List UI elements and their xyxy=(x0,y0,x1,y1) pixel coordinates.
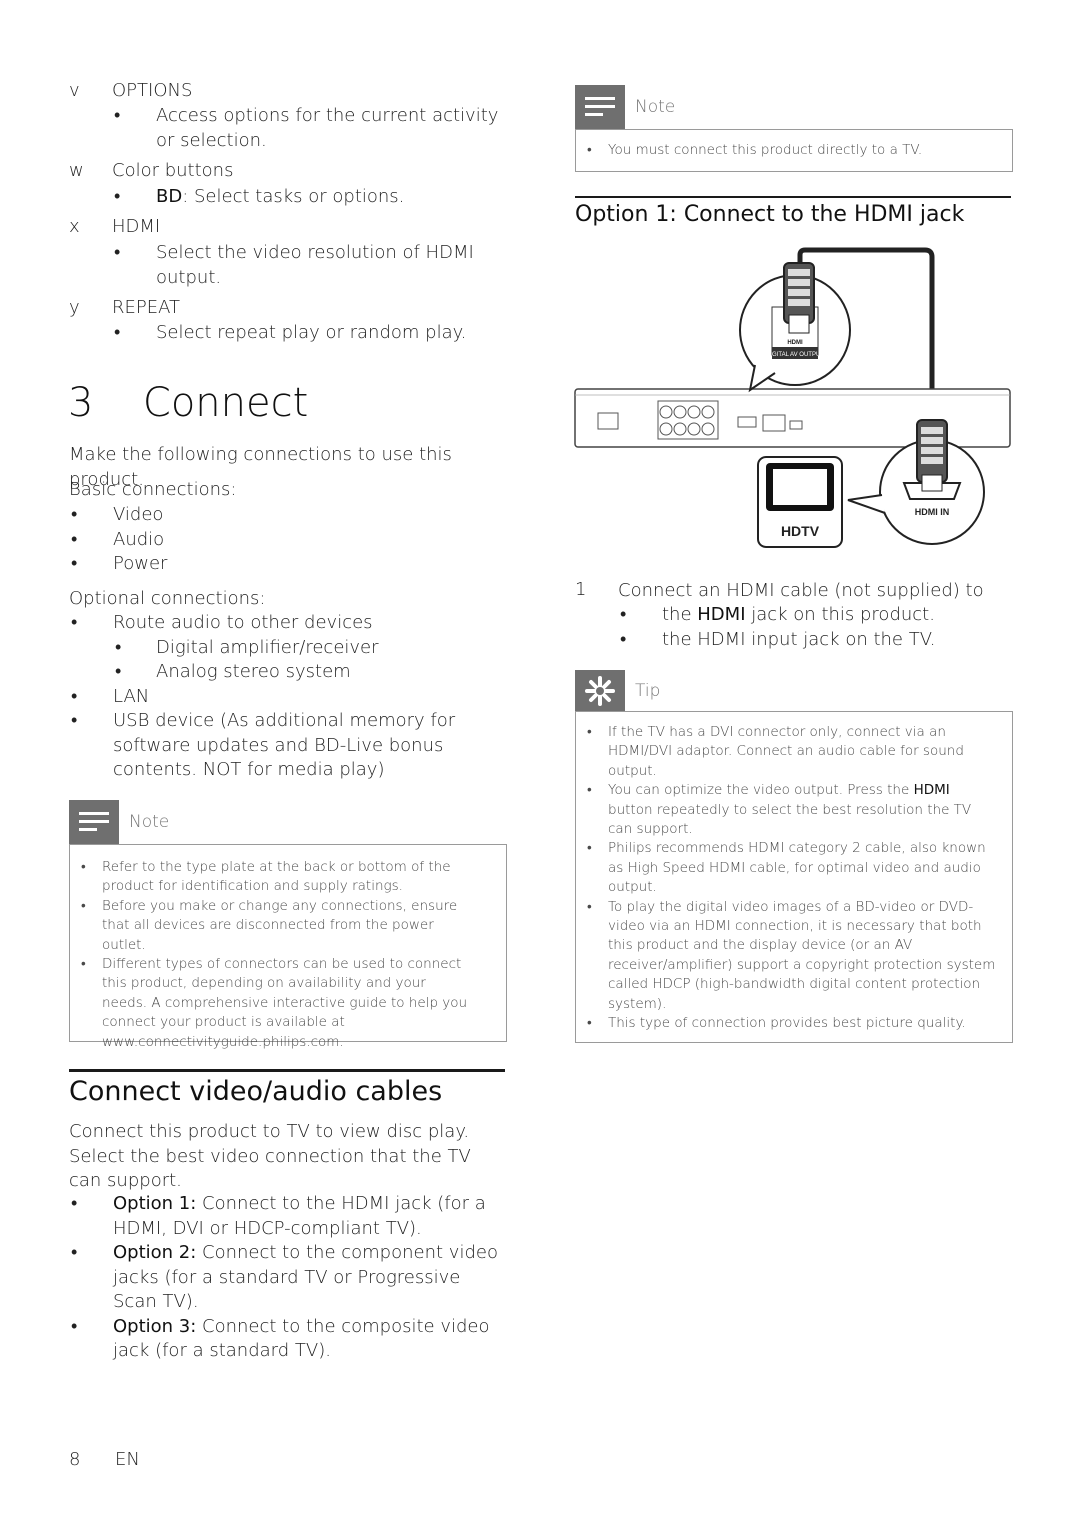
tip-list: If the TV has a DVI connector only, conn… xyxy=(576,723,996,1034)
section-title: Option 1: Connect to the HDMI jack xyxy=(575,202,965,227)
step-bullet: the HDMI input jack on the TV. xyxy=(618,628,1008,653)
bullet: BD: Select tasks or options. xyxy=(112,185,512,210)
item-title: HDMI xyxy=(112,216,161,237)
item-letter: y xyxy=(69,297,80,318)
bullet-bold: BD xyxy=(156,186,183,207)
section-rule xyxy=(69,1069,505,1072)
hdmi-connection-diagram: DIGITAL AV OUTPUT HDMI HDTV HDMI IN xyxy=(570,245,1015,560)
item-letter: w xyxy=(69,160,84,181)
item-letter: v xyxy=(69,80,80,101)
tip-item-post: button repeatedly to select the best res… xyxy=(608,801,972,838)
option-item: Option 3: Connect to the composite video… xyxy=(69,1315,509,1364)
list-item: Route audio to other devices xyxy=(69,611,509,636)
note-title: Note xyxy=(129,812,170,832)
chapter-number: 3 xyxy=(68,380,94,426)
bullet: Select the video resolution of HDMI outp… xyxy=(112,241,492,290)
step-bullet: the HDMI jack on this product. xyxy=(618,603,1008,628)
note-item: Different types of connectors can be use… xyxy=(70,955,470,1052)
chapter-title: Connect xyxy=(142,380,309,426)
tip-item: This type of connection provides best pi… xyxy=(576,1014,996,1034)
options-list: Option 1: Connect to the HDMI jack (for … xyxy=(69,1192,509,1364)
page-number: 8 xyxy=(69,1449,81,1470)
tip-item: To play the digital video images of a BD… xyxy=(576,898,996,1014)
tip-body: If the TV has a DVI connector only, conn… xyxy=(575,711,1013,1043)
option-text: Connect to the component video jacks (fo… xyxy=(113,1242,498,1312)
item-title: OPTIONS xyxy=(112,80,193,101)
step-bullet-bold: HDMI xyxy=(697,604,746,625)
list-subitem: Digital amplifier/receiver xyxy=(69,636,509,661)
item-title: REPEAT xyxy=(112,297,181,318)
option-label: Option 1: xyxy=(113,1193,197,1214)
item-bullets: Access options for the current activity … xyxy=(112,104,512,153)
chapter-heading: 3 Connect xyxy=(68,378,308,428)
item-title: Color buttons xyxy=(112,160,234,181)
option-item: Option 1: Connect to the HDMI jack (for … xyxy=(69,1192,509,1241)
note-title: Note xyxy=(635,97,676,117)
section-title: Connect video/audio cables xyxy=(69,1076,443,1107)
item-bullets: Select repeat play or random play. xyxy=(112,321,512,346)
note-item: You must connect this product directly t… xyxy=(576,141,1012,161)
intro-text: Make the following connections to use th… xyxy=(69,444,452,490)
basic-list: Video Audio Power xyxy=(69,503,509,577)
note-list: Refer to the type plate at the back or b… xyxy=(70,858,470,1052)
bullet-text: : Select tasks or options. xyxy=(182,186,405,207)
step-bullet-post: jack on this product. xyxy=(745,604,935,625)
note-list: You must connect this product directly t… xyxy=(576,141,1012,161)
diagram-output-logo: HDMI xyxy=(787,340,803,346)
step-bullets: the HDMI jack on this product. the HDMI … xyxy=(618,603,1008,652)
list-item: Power xyxy=(69,552,509,577)
section-intro: Connect this product to TV to view disc … xyxy=(69,1121,471,1191)
list-subitem: Analog stereo system xyxy=(69,660,509,685)
tip-item-bold: HDMI xyxy=(913,782,950,799)
diagram-output-label: DIGITAL AV OUTPUT xyxy=(766,352,824,358)
tip-item: If the TV has a DVI connector only, conn… xyxy=(576,723,996,781)
list-item: Audio xyxy=(69,528,509,553)
note-body: Refer to the type plate at the back or b… xyxy=(69,844,507,1050)
option-text: Connect to the composite video jack (for… xyxy=(113,1315,490,1362)
note-body: You must connect this product directly t… xyxy=(575,129,1013,172)
list-item: Video xyxy=(69,503,509,528)
bullet: Select repeat play or random play. xyxy=(112,321,512,346)
tip-item: Philips recommends HDMI category 2 cable… xyxy=(576,839,996,897)
language-code: EN xyxy=(115,1449,140,1470)
tip-icon xyxy=(575,670,625,712)
step-text: Connect an HDMI cable (not supplied) to xyxy=(618,580,984,601)
tip-item: You can optimize the video output. Press… xyxy=(576,781,996,839)
optional-list: Route audio to other devices Digital amp… xyxy=(69,611,509,783)
option-item: Option 2: Connect to the component video… xyxy=(69,1241,509,1315)
note-icon xyxy=(69,800,119,844)
diagram-input-label: HDMI IN xyxy=(915,507,950,517)
tip-title: Tip xyxy=(635,681,661,701)
option-label: Option 3: xyxy=(113,1315,197,1337)
step-bullet-pre: the xyxy=(662,604,698,625)
note-item: Refer to the type plate at the back or b… xyxy=(70,858,470,897)
optional-heading: Optional connections: xyxy=(69,588,266,609)
tip-item-pre: You can optimize the video output. Press… xyxy=(608,782,914,799)
note-item: Before you make or change any connection… xyxy=(70,897,470,955)
step-number: 1 xyxy=(575,579,587,600)
list-item: LAN xyxy=(69,685,509,710)
diagram-tv-label: HDTV xyxy=(781,523,820,539)
item-bullets: BD: Select tasks or options. xyxy=(112,185,512,210)
item-letter: x xyxy=(69,216,80,237)
section-rule xyxy=(575,196,1011,198)
item-bullets: Select the video resolution of HDMI outp… xyxy=(112,241,492,290)
list-item: USB device (As additional memory for sof… xyxy=(69,709,509,783)
option-label: Option 2: xyxy=(113,1242,197,1263)
note-icon xyxy=(575,85,625,129)
bullet: Access options for the current activity … xyxy=(112,104,512,153)
option-text: Connect to the HDMI jack (for a HDMI, DV… xyxy=(113,1193,486,1239)
basic-heading: Basic connections: xyxy=(69,479,237,500)
